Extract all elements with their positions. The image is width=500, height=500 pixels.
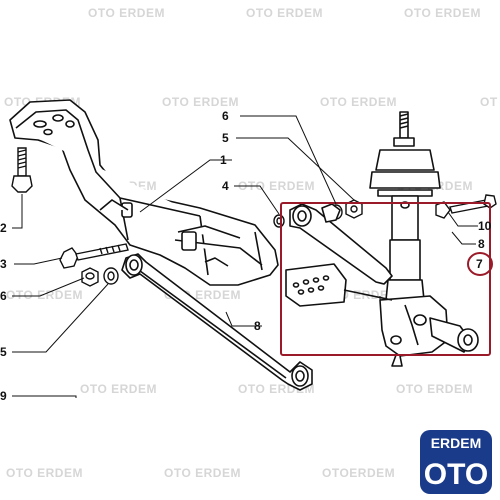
watermark-text: OTO ERDEM — [6, 288, 83, 302]
subframe-part — [9, 99, 279, 286]
bolt-part — [11, 147, 33, 193]
watermark-text: OTO ERDEM — [246, 6, 323, 20]
callout-label: 6 — [222, 109, 229, 123]
callout-highlight-circle — [467, 252, 493, 276]
logo-bottom-text: OTO — [424, 458, 488, 491]
watermark-text: OTO ERDEM — [88, 6, 165, 20]
callout-label: 2 — [0, 221, 7, 235]
bolt-part — [435, 194, 497, 219]
watermark-text: OTO ERDEM — [238, 179, 315, 193]
watermark-text: OTO ERDEM — [396, 382, 473, 396]
watermark-text: OTO ERDEM — [164, 466, 241, 480]
brand-logo: ERDEM OTO — [420, 430, 492, 494]
callout-label: 3 — [0, 257, 7, 271]
callout-label: 9 — [0, 389, 7, 403]
callout-label: 8 — [254, 319, 261, 333]
callout-label: 8 — [478, 237, 485, 251]
callout-label: 4 — [222, 179, 229, 193]
highlight-box — [280, 202, 491, 356]
hub-carrier-part — [379, 295, 449, 367]
logo-top-text: ERDEM — [431, 435, 482, 451]
callout-label: 5 — [222, 131, 229, 145]
bushing-part — [81, 267, 119, 287]
bushing-part — [273, 214, 285, 228]
trailing-arm-part — [285, 203, 479, 353]
watermark-text: OTO ERDEM — [404, 6, 481, 20]
callout-label: 10 — [478, 219, 492, 233]
callout-label: 5 — [0, 345, 7, 359]
callout-label: 7 — [476, 257, 483, 271]
leader-lines — [12, 115, 478, 398]
callout-label: 6 — [0, 289, 7, 303]
watermark-text: OTO ERDEM — [6, 466, 83, 480]
watermark-text: OTO ERDEM — [162, 95, 239, 109]
long-bolt-part — [59, 243, 129, 269]
lower-arm-part — [121, 253, 313, 391]
watermark-text: OTOERDEM — [322, 466, 396, 480]
callout-label: 1 — [220, 153, 227, 167]
watermark-text: OTO ERDEM — [80, 382, 157, 396]
strut-part — [369, 111, 441, 301]
watermark-text: OTO ERDEM — [320, 95, 397, 109]
watermark-text: OT — [480, 95, 498, 109]
